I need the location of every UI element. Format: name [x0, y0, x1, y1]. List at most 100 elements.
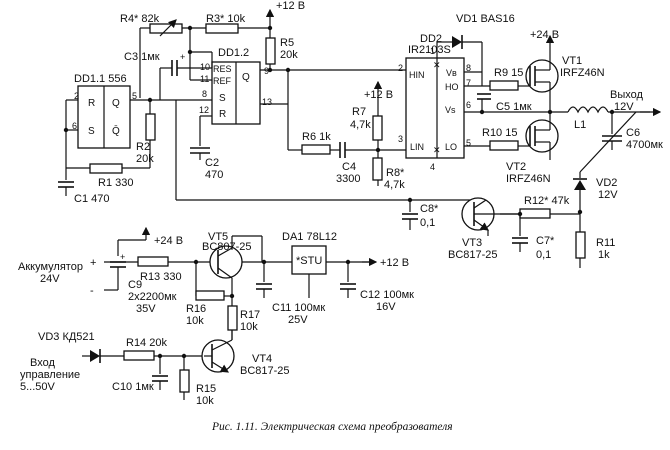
dd2-pin-6: 6: [466, 100, 471, 110]
vd1-label: VD1 BAS16: [456, 13, 515, 25]
dd1-2-label: DD1.2: [218, 47, 249, 59]
feedback-network: C8* 0,1 VT3 BC817-25 R12* 47k C7* 0,1: [175, 100, 580, 261]
svg-text:+: +: [180, 52, 185, 62]
r5-label: R5: [280, 37, 294, 49]
vt1-label: VT1: [562, 55, 582, 67]
control-label-3: 5...50V: [20, 381, 56, 393]
supply-24v-vt1: +24 В: [530, 29, 559, 41]
vt3-label: VT3: [462, 237, 482, 249]
dd1-1-pin-5: 5: [132, 91, 137, 101]
dd2-pin-lin: LIN: [410, 142, 424, 152]
c11-voltage: 25V: [288, 314, 308, 326]
dd1-2-pin-10: 10: [200, 62, 210, 72]
da1-body: *STU: [296, 255, 322, 267]
dd1-1-network: C1 470 R1 330 R2 20k: [58, 97, 212, 205]
dd2-pin-hin: HIN: [409, 70, 425, 80]
supply-24v-input: +24 В: [154, 235, 183, 247]
r4-label: R4* 82k: [120, 13, 160, 25]
r11-value: 1k: [598, 249, 610, 261]
dd1-2-pin-s: S: [219, 93, 226, 104]
dd1-1-timer: DD1.1 556 R S Q Q̄ 2 6 5: [72, 73, 137, 149]
c12-label: C12 100мк: [360, 289, 414, 301]
output-label: Выход: [610, 89, 643, 101]
svg-text:✕: ✕: [433, 145, 441, 155]
c11-label: C11 100мк: [272, 302, 325, 314]
c4-label: C4: [342, 161, 356, 173]
r2-value: 20k: [136, 153, 154, 165]
r9-label: R9 15: [494, 67, 523, 79]
r5-value: 20k: [280, 49, 298, 61]
dd1-2-pin-ref: REF: [213, 76, 232, 86]
r1-label: R1 330: [98, 177, 133, 189]
output-value: 12V: [614, 101, 634, 113]
c7-label: C7*: [536, 235, 555, 247]
r6-label: R6 1k: [302, 131, 331, 143]
dd1-2-pin-9: 9: [264, 66, 269, 76]
dd2-pin-lo: LO: [445, 142, 457, 152]
dd1-2-pin-13: 13: [262, 97, 272, 107]
vt2-part: IRFZ46N: [506, 173, 551, 185]
dd2-pin-vb: Vв: [446, 68, 457, 78]
r8-value: 4,7k: [384, 179, 405, 191]
c3-label: C3 1мк: [124, 51, 160, 63]
vt2-label: VT2: [506, 161, 526, 173]
dd1-1-pin-s: S: [88, 126, 95, 137]
c10-label: C10 1мк: [112, 381, 154, 393]
c2-label: C2: [205, 157, 219, 169]
c9-label: C9: [128, 279, 142, 291]
dd1-2-pin-q: Q: [242, 72, 250, 83]
dd2-pin-ho: HO: [445, 82, 459, 92]
power-stage: VD1 BAS16 R9 15 C5 1мк +24 В VT1 IRFZ46N…: [436, 13, 663, 268]
r2-label: R2: [136, 141, 150, 153]
battery-minus: -: [90, 285, 94, 297]
r10-label: R10 15: [482, 127, 517, 139]
timing-network: R4* 82k R3* 10k C3 1мк + +12 В R5 20k: [120, 0, 305, 98]
dd1-2-pin-11: 11: [200, 74, 209, 84]
c8-label: C8*: [420, 203, 439, 215]
c9-voltage: 35V: [136, 303, 156, 315]
control-label-1: Вход: [30, 357, 55, 369]
vd2-label: VD2: [596, 177, 617, 189]
control-label-2: управление: [20, 369, 80, 381]
vt5-part: BC807-25: [202, 241, 252, 253]
vt4-label: VT4: [252, 353, 272, 365]
vd2-value: 12V: [598, 189, 618, 201]
figure-caption: Рис. 1.11. Электрическая схема преобразо…: [211, 421, 453, 433]
dd2-driver: DD2 IR2103S HIN LIN Vв HO Vs LO 2 3 8 7 …: [398, 33, 471, 172]
r3-label: R3* 10k: [206, 13, 246, 25]
r17-value: 10k: [240, 321, 258, 333]
dd2-pin-5: 5: [466, 138, 471, 148]
supply-12v-r7: +12 В: [364, 89, 393, 101]
supply-12v-out: +12 В: [380, 257, 409, 269]
r17-label: R17: [240, 309, 260, 321]
svg-text:✕: ✕: [433, 60, 441, 70]
c12-voltage: 16V: [376, 301, 396, 313]
c6-value: 4700мк: [626, 139, 663, 151]
dd1-1-pin-r: R: [88, 98, 95, 109]
c9-value: 2x2200мк: [128, 291, 177, 303]
dd2-part: IR2103S: [408, 44, 451, 56]
r14-label: R14 20k: [126, 337, 167, 349]
supply-12v-top: +12 В: [276, 0, 305, 12]
dd2-pin-7: 7: [466, 78, 471, 88]
dd1-2-timer: DD1.2 RES REF S R Q 10 11 8 12 9 13: [199, 47, 272, 125]
da1-label: DA1 78L12: [282, 231, 337, 243]
dd1-2-pin-8: 8: [202, 89, 207, 99]
r11-label: R11: [596, 237, 615, 249]
dd2-pin-8: 8: [466, 63, 471, 73]
dd1-1-pin-q: Q: [112, 98, 120, 109]
supply-network: Аккумулятор 24V + - +24 В + C9 2x2200мк …: [18, 226, 414, 340]
l1-label: L1: [574, 119, 586, 131]
vt4-part: BC817-25: [240, 365, 290, 377]
svg-text:+: +: [120, 252, 125, 262]
r7-value: 4,7k: [350, 119, 371, 131]
r16-label: R16: [186, 303, 206, 315]
c2-value: 470: [205, 169, 223, 181]
r7-label: R7: [352, 106, 366, 118]
battery-label: Аккумулятор: [18, 261, 83, 273]
dd2-pin-4: 4: [430, 162, 435, 172]
control-network: VD3 КД521 Вход управление 5...50V R14 20…: [20, 330, 290, 407]
r15-label: R15: [196, 383, 216, 395]
c4-value: 3300: [336, 173, 360, 185]
battery-value: 24V: [40, 273, 60, 285]
